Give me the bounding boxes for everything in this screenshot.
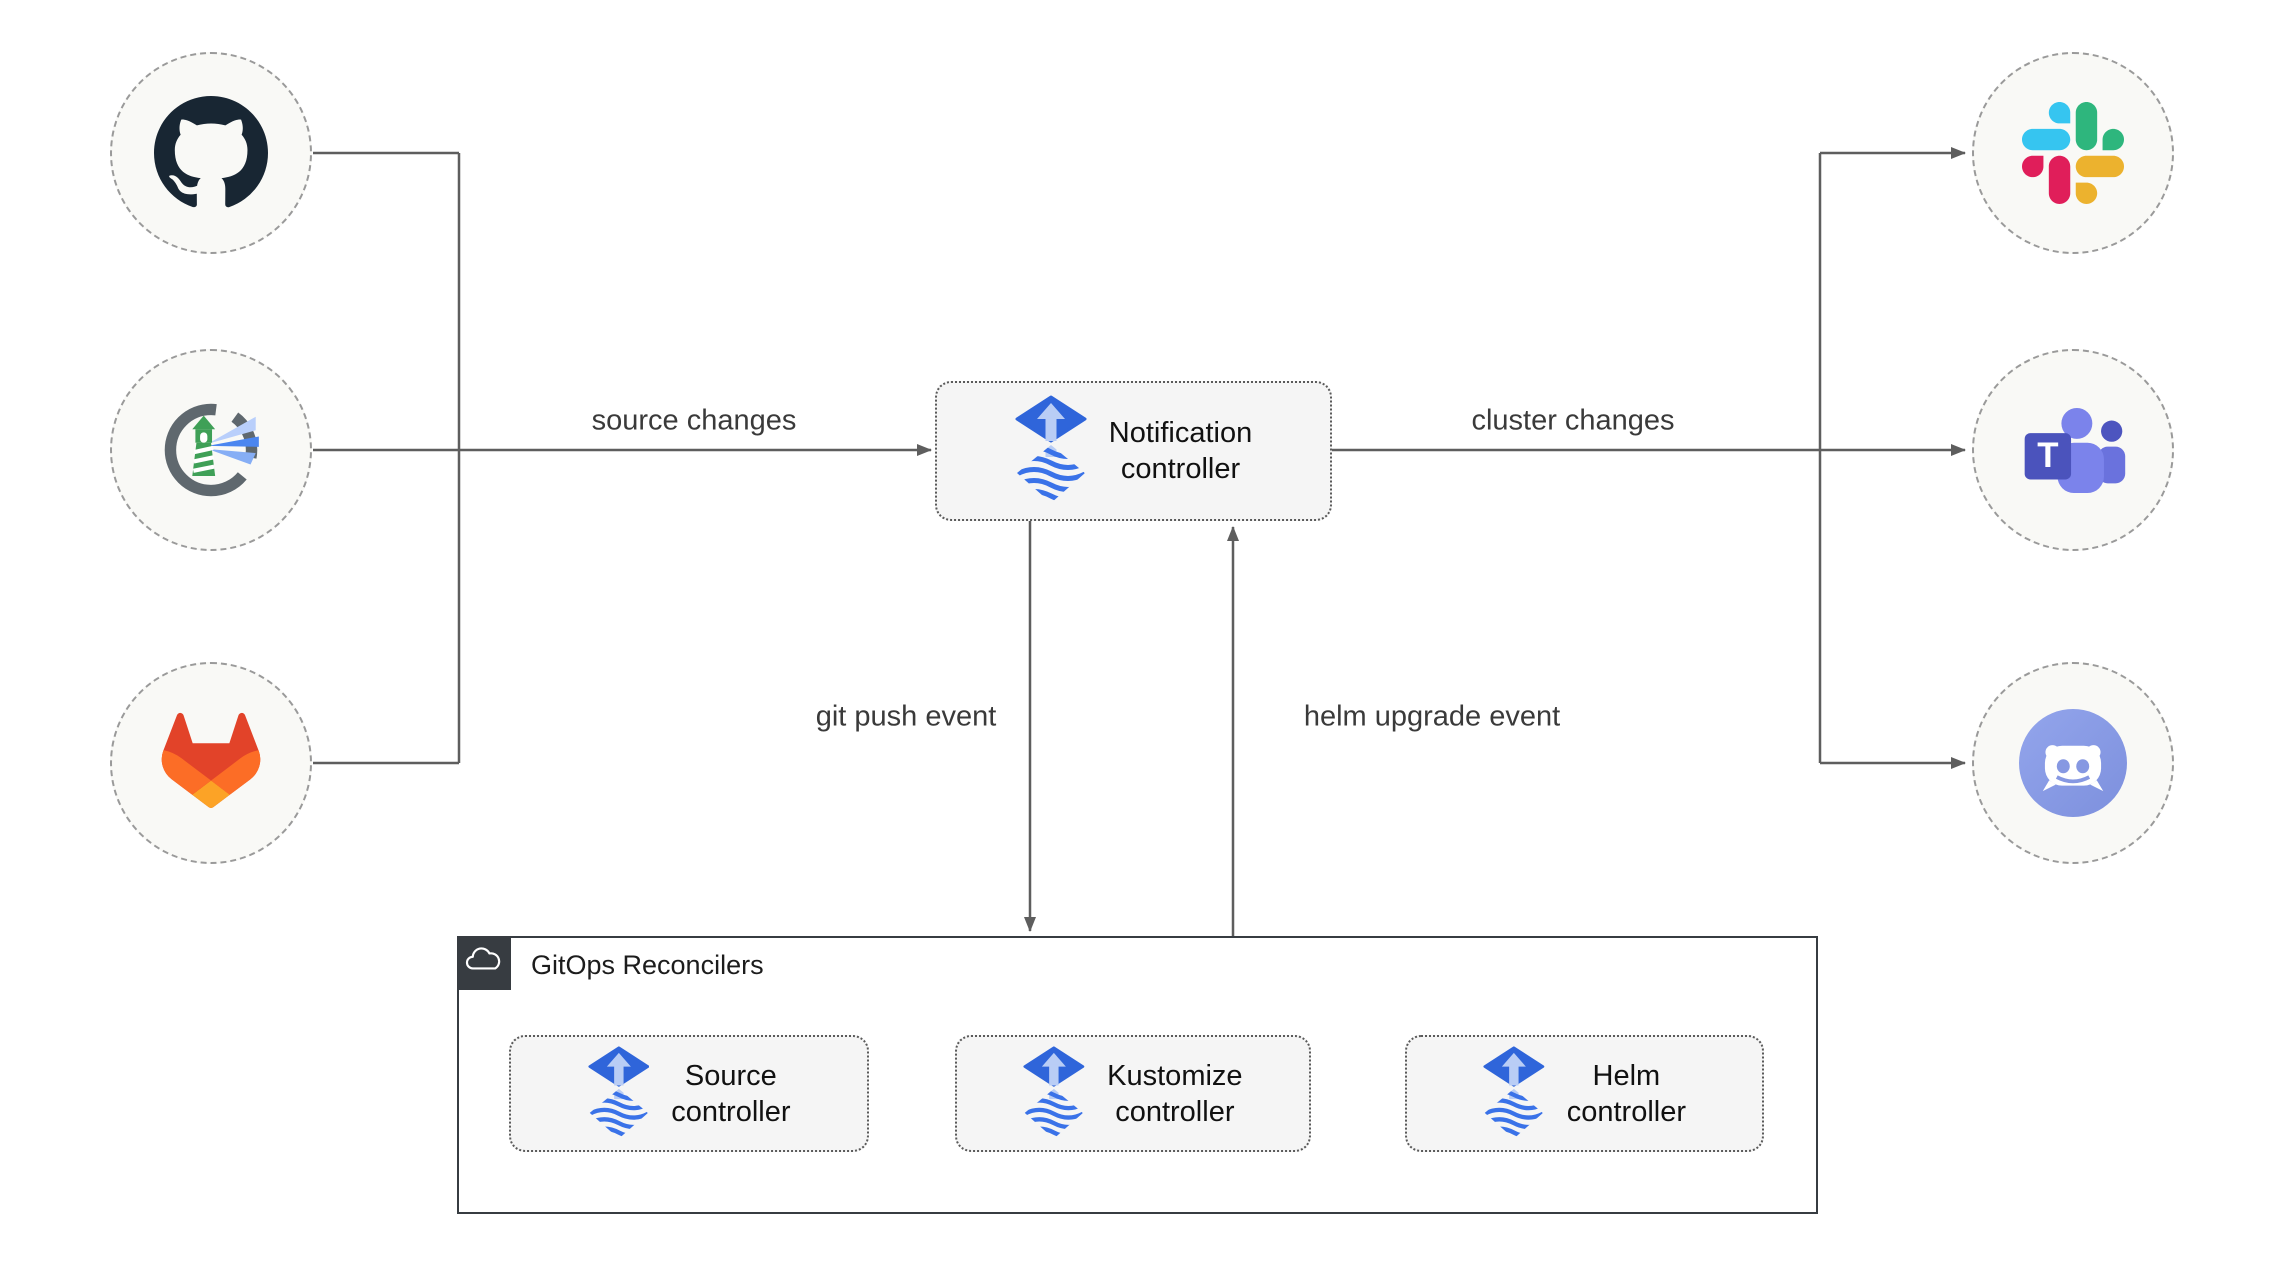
node-notification-controller: Notification controller bbox=[935, 381, 1332, 521]
teams-logo-letter: T bbox=[2037, 435, 2058, 474]
node-helm-controller: Helm controller bbox=[1405, 1035, 1764, 1152]
notification-controller-label: Notification controller bbox=[1108, 417, 1253, 485]
microsoft-teams-icon: T bbox=[2024, 407, 2126, 493]
helm-controller-label: Helm controller bbox=[1566, 1059, 1686, 1128]
gitops-corner-badge bbox=[457, 936, 511, 990]
flux-icon bbox=[1015, 395, 1087, 507]
discord-icon bbox=[2019, 709, 2127, 817]
source-controller-label: Source controller bbox=[671, 1059, 791, 1128]
node-microsoft-teams: T bbox=[1972, 349, 2174, 551]
flux-icon bbox=[588, 1046, 650, 1142]
edge-label-source-changes: source changes bbox=[591, 404, 797, 437]
edge-label-cluster-changes: cluster changes bbox=[1471, 404, 1675, 437]
kustomize-controller-label: Kustomize controller bbox=[1107, 1059, 1243, 1128]
gitops-reconcilers-container: GitOps Reconcilers Source controller Kus… bbox=[457, 936, 1818, 1214]
slack-icon bbox=[2022, 102, 2124, 204]
node-gitlab bbox=[110, 662, 312, 864]
node-kustomize-controller: Kustomize controller bbox=[955, 1035, 1311, 1152]
flux-icon bbox=[1023, 1046, 1085, 1142]
edge-right-bus bbox=[1332, 153, 1822, 763]
flux-icon bbox=[1483, 1046, 1545, 1142]
node-harbor bbox=[110, 349, 312, 551]
node-slack bbox=[1972, 52, 2174, 254]
edge-left-bus bbox=[313, 151, 461, 765]
gitlab-icon bbox=[161, 712, 261, 808]
github-icon bbox=[154, 96, 268, 208]
node-github bbox=[110, 52, 312, 254]
gitops-reconcilers-label: GitOps Reconcilers bbox=[531, 949, 764, 980]
cloud-icon bbox=[465, 947, 501, 970]
edge-label-git-push-event: git push event bbox=[815, 700, 997, 733]
node-source-controller: Source controller bbox=[509, 1035, 869, 1152]
edge-label-helm-upgrade-event: helm upgrade event bbox=[1303, 700, 1561, 733]
harbor-icon bbox=[164, 403, 259, 497]
node-discord bbox=[1972, 662, 2174, 864]
